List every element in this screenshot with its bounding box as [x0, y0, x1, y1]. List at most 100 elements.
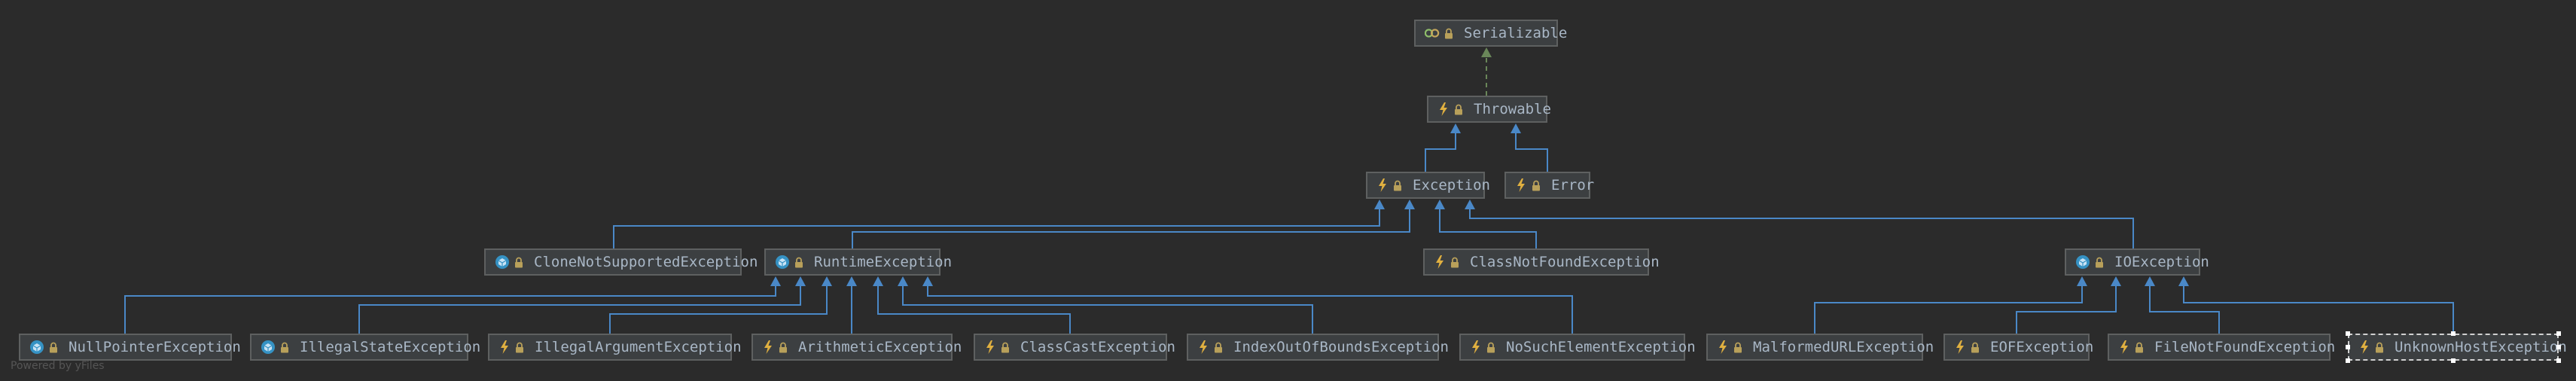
class-node-label: MalformedURLException — [1753, 338, 1934, 355]
class-node-exception[interactable]: Exception — [1366, 172, 1490, 199]
extends-edge — [358, 286, 801, 334]
class-node-label: RuntimeException — [814, 253, 953, 270]
class-node-file-not-found-exception[interactable]: FileNotFoundException — [2108, 334, 2335, 361]
lock-icon — [1001, 341, 1010, 353]
class-node-runtime-exception[interactable]: RuntimeException — [764, 248, 952, 276]
class-node-serializable[interactable]: Serializable — [1414, 20, 1567, 47]
class-node-ioexception[interactable]: IOException — [2065, 248, 2209, 276]
class-node-label: UnknownHostException — [2395, 338, 2567, 355]
class-icon — [775, 255, 790, 270]
class-node-label: CloneNotSupportedException — [534, 253, 758, 270]
lock-icon — [794, 256, 803, 268]
class-node-malformed-urlexception[interactable]: MalformedURLException — [1706, 334, 1934, 361]
extends-arrowhead — [795, 276, 806, 286]
lock-icon — [1393, 179, 1402, 191]
lock-icon — [1733, 341, 1742, 353]
class-node-label: ArithmeticException — [798, 338, 962, 355]
lock-icon — [49, 341, 58, 353]
class-node-label: Serializable — [1464, 24, 1568, 41]
lock-icon — [1214, 341, 1223, 353]
class-node-label: Exception — [1413, 176, 1490, 194]
extends-arrowhead — [846, 276, 857, 286]
selection-handle[interactable] — [2451, 331, 2456, 336]
selection-handle[interactable] — [2556, 331, 2561, 336]
extends-arrowhead — [2145, 276, 2155, 286]
exception-icon — [1376, 178, 1389, 193]
extends-edge — [1439, 209, 1537, 248]
class-node-arithmetic-exception[interactable]: ArithmeticException — [751, 334, 962, 361]
extends-edge — [927, 286, 1573, 334]
class-node-label: Throwable — [1474, 100, 1551, 117]
class-node-throwable[interactable]: Throwable — [1427, 96, 1551, 123]
inheritance-edges — [124, 47, 2454, 334]
class-node-index-out-of-bounds-exception[interactable]: IndexOutOfBoundsException — [1187, 334, 1449, 361]
extends-arrowhead — [1450, 123, 1461, 133]
extends-edge — [609, 286, 828, 334]
exception-icon — [1954, 340, 1966, 355]
exception-icon — [498, 340, 511, 355]
extends-arrowhead — [2178, 276, 2189, 286]
extends-arrowhead — [2077, 276, 2087, 286]
lock-icon — [1486, 341, 1495, 353]
class-node-label: NullPointerException — [69, 338, 241, 355]
interface-icon — [1425, 26, 1440, 41]
extends-edge — [1814, 286, 2083, 334]
class-node-eofexception[interactable]: EOFException — [1943, 334, 2093, 361]
extends-arrowhead — [922, 276, 933, 286]
extends-arrowhead — [898, 276, 908, 286]
class-node-unknown-host-exception[interactable]: UnknownHostException — [2348, 334, 2567, 361]
class-node-error[interactable]: Error — [1504, 172, 1594, 199]
class-node-class-not-found-exception[interactable]: ClassNotFoundException — [1423, 248, 1660, 276]
class-icon — [29, 340, 44, 355]
lock-icon — [2375, 341, 2384, 353]
class-icon — [495, 255, 510, 270]
selection-handle[interactable] — [2346, 331, 2350, 336]
extends-edge — [2016, 286, 2117, 334]
extends-arrowhead — [822, 276, 832, 286]
class-icon — [261, 340, 276, 355]
class-node-class-cast-exception[interactable]: ClassCastException — [974, 334, 1175, 361]
implements-arrowhead — [1481, 47, 1492, 57]
exception-icon — [1197, 340, 1209, 355]
extends-edge — [1425, 133, 1456, 172]
lock-icon — [1450, 256, 1459, 268]
extends-arrowhead — [1465, 200, 1475, 209]
class-node-illegal-state-exception[interactable]: IllegalStateException — [250, 334, 480, 361]
exception-icon — [1437, 102, 1450, 117]
extends-edge — [1469, 209, 2134, 248]
exception-icon — [1515, 178, 1527, 193]
class-node-null-pointer-exception[interactable]: NullPointerException — [19, 334, 241, 361]
yfiles-watermark: Powered by yFiles — [11, 360, 105, 372]
lock-icon — [1971, 341, 1980, 353]
class-node-no-such-element-exception[interactable]: NoSuchElementException — [1459, 334, 1696, 361]
class-node-label: NoSuchElementException — [1506, 338, 1696, 355]
extends-edge — [2149, 286, 2220, 334]
selection-handle[interactable] — [2556, 358, 2561, 363]
exception-icon — [1717, 340, 1729, 355]
exception-icon — [762, 340, 774, 355]
exception-icon — [2118, 340, 2130, 355]
selection-handle[interactable] — [2451, 358, 2456, 363]
selection-handle[interactable] — [2556, 345, 2561, 349]
extends-arrowhead — [1434, 200, 1445, 209]
lock-icon — [779, 341, 788, 353]
class-icon — [2075, 255, 2090, 270]
class-node-label: IllegalArgumentException — [535, 338, 742, 355]
class-node-illegal-argument-exception[interactable]: IllegalArgumentException — [488, 334, 742, 361]
exception-icon — [2358, 340, 2370, 355]
lock-icon — [1532, 179, 1541, 191]
lock-icon — [2095, 256, 2104, 268]
class-node-label: ClassNotFoundException — [1470, 253, 1660, 270]
lock-icon — [515, 341, 524, 353]
extends-arrowhead — [1404, 200, 1415, 209]
exception-icon — [1470, 340, 1482, 355]
lock-icon — [280, 341, 289, 353]
extends-arrowhead — [873, 276, 883, 286]
extends-arrowhead — [1511, 123, 1521, 133]
selection-handle[interactable] — [2346, 345, 2350, 349]
selection-handle[interactable] — [2346, 358, 2350, 363]
extends-edge — [1515, 133, 1548, 172]
extends-edge — [613, 209, 1380, 248]
class-node-clone-not-supported-exception[interactable]: CloneNotSupportedException — [484, 248, 758, 276]
